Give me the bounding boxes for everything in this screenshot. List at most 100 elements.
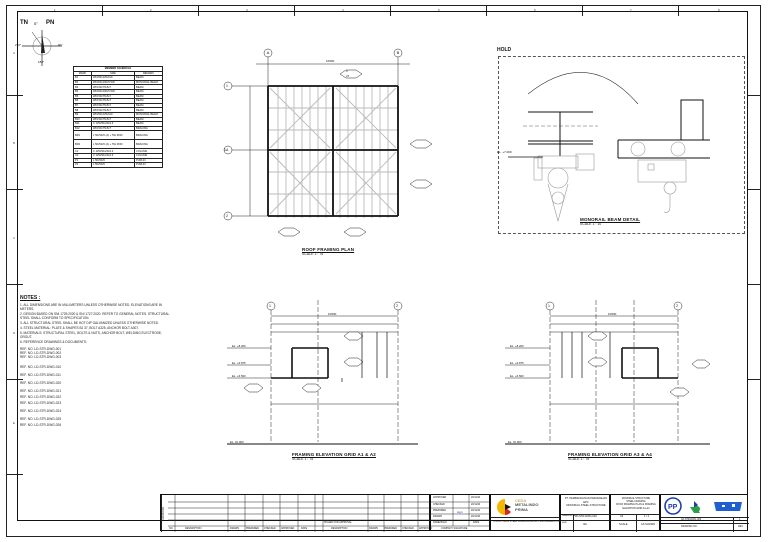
ceda-logo-icon [497, 499, 511, 515]
view-scale: SCALE 1 : 75 [292, 457, 314, 461]
row-refs-left: A B C D E [6, 16, 23, 526]
row-ref: A [13, 51, 16, 55]
note-item: 3. ALL STRUCTURAL STEEL SHALL BE HOT DIP… [20, 321, 159, 325]
compass-icon [22, 30, 62, 66]
hold-cloud [498, 56, 745, 234]
rev-header: DATE [301, 527, 308, 530]
sig-role: PREPARED [433, 509, 446, 512]
col-ref: 5 [438, 8, 440, 12]
rev-label: REV [738, 525, 743, 528]
note-ref: REF. NO. LD-STR-DWG-026 [20, 423, 62, 427]
client-logos-block: PP LD-STR-DWG-026 1 DRAWING NO. REV [660, 494, 749, 532]
level-marker: EL. ±0.000 [508, 440, 522, 444]
revisions-label: REVISIONS [161, 495, 168, 532]
note-ref: REF. NO. LD-STR-DWG-025 [20, 417, 62, 421]
note-ref: REF. NO. LD-STR-DWG-010 [20, 365, 62, 369]
project-title: STRUCTURAL STEEL FRAMING DETAIL PLAN & E… [493, 520, 559, 523]
level-marker: EL. +6.875 [510, 361, 524, 365]
sheet-number: 1 [739, 518, 741, 521]
col-ref: 2 [150, 8, 152, 12]
col-ref: 4 [342, 8, 344, 12]
level-marker: EL. +7.000 [497, 150, 512, 154]
signature-block: sign APPROVED 20/11/20 CHECKED 20/11/20 … [430, 494, 491, 531]
dimension: 10500 [608, 312, 617, 316]
level-marker: EL. +6.875 [232, 361, 246, 365]
view-title-block: MONORAIL BEAM DETAIL SCALE 1 : 10 [580, 217, 640, 226]
view-title: ROOF FRAMING PLAN [302, 247, 355, 252]
grid-label: 2 [396, 304, 398, 308]
roof-plan-drawing [223, 48, 433, 237]
rev-header: PREPARED [384, 527, 397, 530]
level-marker: EL. ±0.000 [230, 440, 244, 444]
note-item: 6. REFERENCE DRAWINGS & DOCUMENTS: [20, 340, 87, 344]
framing-elevation-b: 1 2 10500 EL. +8.200 EL. +6.875 EL. +6.5… [500, 292, 711, 462]
note-ref: REF. NO. LD-STR-DWG-021 [20, 389, 62, 393]
rev-header: DESCRIPTION [185, 527, 202, 530]
grid-label: 2 [676, 304, 678, 308]
row-ref: C [13, 236, 16, 240]
sig-date: 20/11/20 [471, 496, 481, 499]
revision-grid [168, 495, 431, 532]
framing-elevation-a: 1 2 10500 EL. +8.200 EL. +6.875 EL. +6.5… [222, 292, 418, 462]
partner-logo-icon [714, 502, 742, 511]
drawing-no-label-footer: DRAWING NO. [681, 525, 698, 528]
view-scale: SCALE 1 : 75 [302, 252, 324, 256]
view-title-block: FRAMING ELEVATION GRID A3 & A4 SCALE 1 :… [568, 452, 652, 461]
contractor-block: CEDA METALINDO PRIMA STRUCTURAL STEEL FR… [490, 494, 561, 531]
column-refs-top: 1 2 3 4 5 6 7 8 [6, 5, 761, 16]
level-marker: EL. +8.200 [232, 344, 246, 348]
monorail-beam-detail: HOLD EL. +7.000 MONORAIL BEAM DETAIL SCA… [495, 47, 747, 237]
hold-label: HOLD [497, 47, 512, 53]
sig-role: CHECKED [433, 503, 445, 506]
scale-label: SCALE [619, 523, 628, 526]
svg-text:PP: PP [668, 504, 678, 511]
col-ref: 3 [246, 8, 248, 12]
section-tag-sheet: 27 [346, 74, 350, 78]
row-refs-right [748, 16, 761, 526]
view-title: FRAMING ELEVATION GRID A1 & A2 [292, 452, 377, 457]
level-marker: EL. +6.500 [510, 374, 524, 378]
plant-north-label: PN [46, 20, 55, 26]
note-ref: REF. NO. LD-STR-DWG-023 [20, 401, 62, 405]
note-item: 4. STEEL MATERIAL: PLATE & SHAPES BJ 37,… [20, 326, 139, 330]
drawing-number: LD-STR-DWG-026 [575, 515, 597, 518]
pp-logo-icon [664, 497, 682, 515]
grid-label: 2 [226, 214, 228, 218]
svg-text:sign: sign [457, 510, 463, 514]
revision-block: REVISIONS NO. DESCRIPTION DRAWN PREPARED… [160, 494, 433, 532]
view-scale: SCALE 1 : 75 [568, 457, 590, 461]
view-title-block: FRAMING ELEVATION GRID A1 & A2 SCALE 1 :… [292, 452, 376, 461]
view-scale: SCALE 1 : 10 [580, 222, 602, 226]
note-ref: REF. NO. LD-STR-DWG-002 [20, 351, 62, 355]
sig-role: APPROVED [433, 496, 447, 499]
scale-value: AS SHOWN [641, 523, 656, 526]
elevation-a-drawing [227, 300, 418, 445]
section-tag: 3 [346, 69, 348, 73]
client-logos: PP [664, 497, 742, 515]
rev-header: APPROVED [419, 527, 433, 530]
drawing-title-block: MONORAIL STRUCTURE STEEL FRAMING ROOF FR… [610, 494, 661, 532]
compass-west: 270° [15, 43, 22, 47]
level-marker: EL. +8.200 [510, 344, 524, 348]
rev-header: DRAWN [230, 527, 239, 530]
col-ref: 1 [54, 8, 56, 12]
status: IFA [583, 523, 587, 526]
date-label: DATE [473, 521, 480, 524]
grid-label: 1 [269, 304, 271, 308]
row-ref: B [13, 141, 16, 145]
row-ref: E [13, 421, 16, 425]
note-ref: REF. NO. LD-STR-DWG-003 [20, 355, 62, 359]
roof-framing-plan: 3 27 A B 1 1A 2 10500 ROOF FRAMING PLAN … [220, 46, 440, 261]
rev-header: PREPARED [246, 527, 259, 530]
col-ref: 6 [534, 8, 536, 12]
drawing-no-label: DRAWING NO. [562, 515, 577, 517]
rev-header: APPROVED [281, 527, 295, 530]
compass-angle: 5° [34, 21, 38, 26]
note-ref: REF. NO. LD-STR-DWG-020 [20, 381, 62, 385]
drawing-sheet-border [6, 5, 761, 537]
note-ref: REF. NO. LD-STR-DWG-011 [20, 373, 61, 377]
grid-label: 1A [224, 148, 229, 152]
